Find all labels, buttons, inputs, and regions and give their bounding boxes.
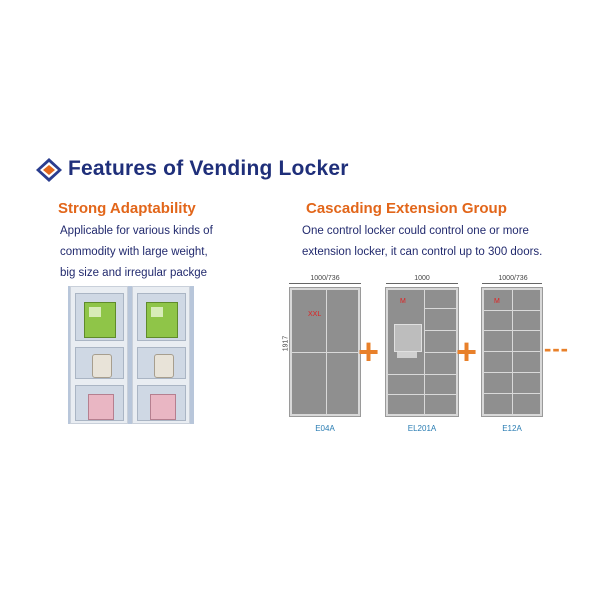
- width-dimension-line: [386, 283, 458, 284]
- locker-cell: [137, 385, 186, 421]
- locker-cell: [137, 293, 186, 341]
- product-jar: [154, 354, 174, 378]
- door-divider: [512, 290, 513, 414]
- more-indicator: ---: [544, 336, 569, 361]
- plus-icon: +: [456, 331, 478, 372]
- description-line: extension locker, it can control up to 3…: [302, 246, 543, 258]
- locker-cell: [75, 347, 124, 379]
- size-label: M: [494, 298, 500, 305]
- door-divider: [424, 308, 456, 309]
- door-divider: [484, 310, 540, 311]
- model-label: EL201A: [407, 424, 437, 433]
- blue-diamond-logo-icon: [36, 158, 62, 182]
- description-line: Applicable for various kinds of: [60, 225, 213, 237]
- description-line: One control locker could control one or …: [302, 225, 529, 237]
- height-dimension: 1917: [282, 335, 290, 352]
- product-pack: [88, 394, 114, 420]
- model-label: E12A: [502, 424, 522, 433]
- header: Features of Vending Locker: [36, 150, 576, 190]
- width-dimension-line: [482, 283, 542, 284]
- description-line: commodity with large weight,: [60, 246, 208, 258]
- width-dimension: 1000/736: [310, 275, 340, 282]
- locker-drawing-e12a: M: [482, 288, 542, 416]
- adaptability-title: Strong Adaptability: [58, 200, 196, 217]
- description-line: big size and irregular packge: [60, 267, 208, 279]
- adaptability-description: Applicable for various kinds of commodit…: [60, 221, 260, 284]
- door-divider: [388, 374, 424, 375]
- product-box: [84, 302, 116, 338]
- locker-drawing-el201a: M: [386, 288, 458, 416]
- locker-drawing-e04a: XXL: [290, 288, 360, 416]
- cascading-description: One control locker could control one or …: [302, 221, 572, 263]
- door-divider: [424, 394, 456, 395]
- door-divider: [388, 394, 424, 395]
- door-divider: [484, 372, 540, 373]
- plus-icon: +: [358, 331, 380, 372]
- door-divider: [484, 393, 540, 394]
- locker-column: [132, 286, 190, 424]
- size-label: M: [400, 298, 406, 305]
- control-panel: [397, 352, 417, 358]
- width-dimension: 1000: [414, 275, 430, 282]
- product-box: [146, 302, 178, 338]
- locker-cell: [75, 293, 124, 341]
- locker-photo: [68, 286, 194, 424]
- door-divider: [424, 374, 456, 375]
- model-label: E04A: [315, 424, 335, 433]
- width-dimension-line: [289, 283, 361, 284]
- locker-cell: [75, 385, 124, 421]
- door-divider: [424, 330, 456, 331]
- product-pack: [150, 394, 176, 420]
- size-label: XXL: [308, 311, 322, 318]
- locker-cell: [137, 347, 186, 379]
- locker-column: [70, 286, 128, 424]
- door-divider: [484, 351, 540, 352]
- door-divider: [292, 352, 358, 353]
- control-screen: [394, 324, 422, 352]
- door-divider: [424, 352, 456, 353]
- page-title: Features of Vending Locker: [68, 157, 349, 180]
- door-divider: [484, 330, 540, 331]
- cascading-title: Cascading Extension Group: [306, 200, 507, 217]
- product-jar: [92, 354, 112, 378]
- width-dimension: 1000/736: [498, 275, 528, 282]
